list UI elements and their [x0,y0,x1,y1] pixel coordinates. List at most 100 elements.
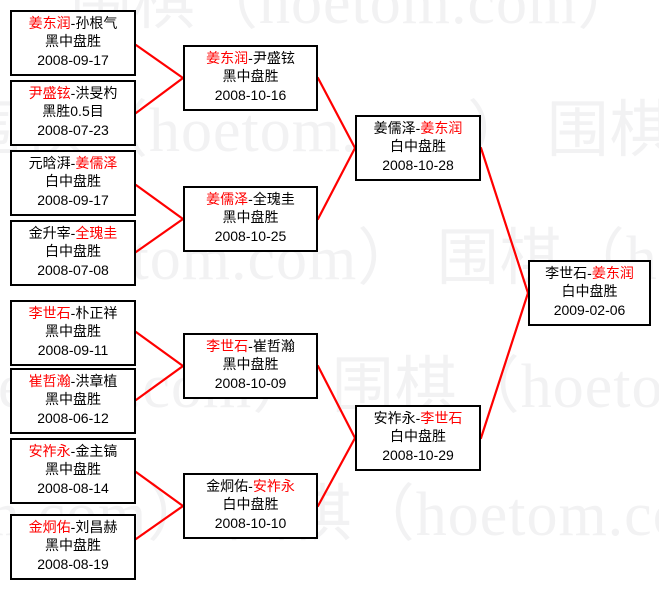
player-right: 李世石 [420,410,463,426]
player-separator: - [70,15,76,31]
connector-r1m3-r2m1 [134,183,185,221]
match-date: 2008-08-19 [37,555,109,572]
connector-r1m4-r2m2 [134,217,185,254]
player-left: 姜东润 [206,50,249,66]
match-date: 2008-10-28 [382,156,454,173]
player-right: 姜儒泽 [75,155,118,171]
connector-r2m2-r3m1 [316,146,357,221]
connector-r2m1-r3m1 [316,76,357,150]
player-right: 朴正祥 [75,305,118,321]
player-separator: - [587,265,592,281]
match-players: 元晗湃-姜儒泽 [12,154,134,172]
connector-r3m2-final [479,291,530,440]
player-left: 金炯佑 [28,519,71,535]
connector-r3m1-final [479,146,530,295]
player-right: 洪旻杓 [75,85,118,101]
match-players: 崔哲瀚-洪章植 [12,372,134,390]
connector-r1m2-r2m1 [134,76,185,115]
player-separator: - [415,120,421,136]
player-left: 李世石 [206,338,249,354]
match-result: 黑中盘胜 [222,356,279,373]
match-date: 2008-06-12 [37,409,109,426]
player-left: 安祚永 [28,443,71,459]
connector-r1m5-r2m3 [134,330,185,368]
match-date: 2008-09-17 [37,191,109,208]
match-date: 2008-10-09 [214,374,287,391]
player-right: 崔哲瀚 [252,338,295,354]
match-result: 白中盘胜 [561,283,618,300]
player-right: 刘昌赫 [75,519,118,535]
player-right: 安祚永 [252,478,295,494]
player-right: 金主镐 [75,443,118,459]
player-separator: - [415,410,421,426]
player-separator: - [70,373,76,389]
player-separator: - [70,225,76,241]
match-players: 安祚永-李世石 [357,409,479,427]
match-players: 姜儒泽-姜东润 [357,119,479,137]
match-result: 黑中盘胜 [45,391,101,408]
match-players: 金炯佑-刘昌赫 [12,518,134,536]
player-left: 金升宰 [28,225,71,241]
player-separator: - [248,478,253,494]
match-result: 黑中盘胜 [222,68,279,85]
match-players: 姜东润-尹盛铉 [185,49,316,67]
player-right: 姜东润 [420,120,463,136]
match-players: 安祚永-金主镐 [12,442,134,460]
player-separator: - [70,85,76,101]
match-date: 2008-07-23 [37,121,109,138]
match-result: 黑中盘胜 [45,33,101,50]
match-date: 2008-10-25 [214,227,287,244]
player-separator: - [248,338,253,354]
connector-r2m4-r3m2 [316,436,357,508]
match-result: 白中盘胜 [45,173,101,190]
player-left: 姜儒泽 [373,120,416,136]
player-left: 崔哲瀚 [28,373,71,389]
connector-r2m3-r3m2 [316,364,357,440]
match-date: 2008-07-08 [37,261,109,278]
match-date: 2008-09-17 [37,51,109,68]
match-players: 姜东润-孙根气 [12,14,134,32]
player-separator: - [248,50,253,66]
match-result: 白中盘胜 [390,428,446,445]
connector-r1m7-r2m4 [134,470,185,508]
connector-r1m6-r2m3 [134,364,185,402]
match-players: 金炯佑-安祚永 [185,477,316,495]
match-players: 李世石-朴正祥 [12,304,134,322]
player-left: 李世石 [545,265,588,281]
match-date: 2008-10-16 [214,86,287,103]
match-result: 黑中盘胜 [45,461,101,478]
match-players: 金升宰-全瑰圭 [12,224,134,242]
player-left: 姜儒泽 [206,191,249,207]
match-players: 尹盛铉-洪旻杓 [12,84,134,102]
player-right: 尹盛铉 [252,50,295,66]
match-players: 姜儒泽-全瑰圭 [185,190,316,208]
match-result: 黑中盘胜 [45,323,101,340]
connector-r1m1-r2m1 [134,43,185,80]
player-right: 全瑰圭 [75,225,118,241]
player-left: 安祚永 [373,410,416,426]
match-players: 李世石-姜东润 [530,264,649,282]
match-result: 黑中盘胜 [45,537,101,554]
player-separator: - [70,305,76,321]
player-left: 姜东润 [28,15,71,31]
match-result: 白中盘胜 [222,496,279,513]
player-separator: - [248,191,253,207]
match-date: 2008-09-11 [37,341,109,358]
player-right: 孙根气 [75,15,118,31]
